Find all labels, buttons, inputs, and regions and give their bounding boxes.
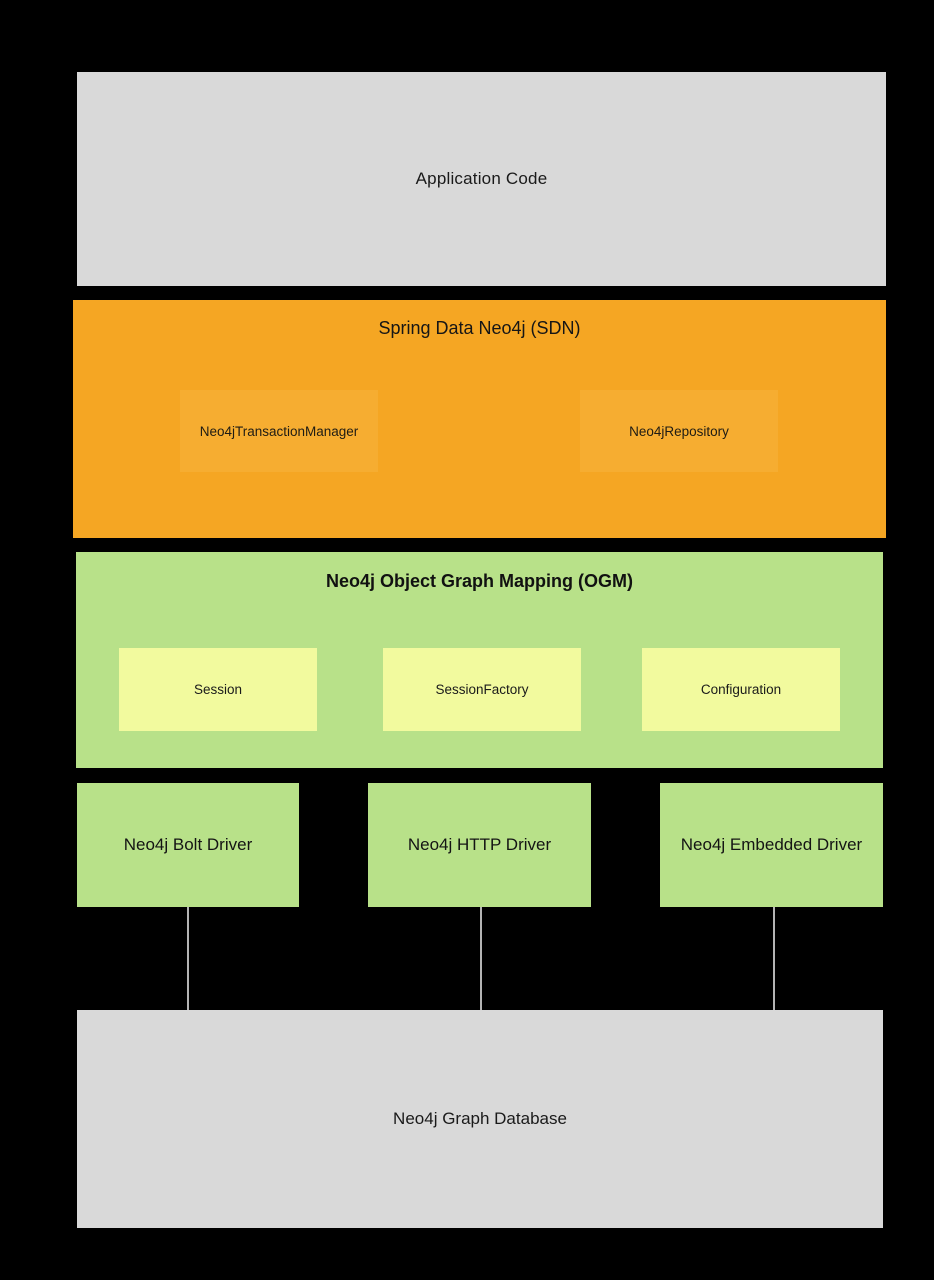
- driver-label: Neo4j HTTP Driver: [407, 835, 552, 854]
- component-session-factory[interactable]: SessionFactory: [383, 648, 581, 731]
- component-session[interactable]: Session: [119, 648, 317, 731]
- connector-bolt-to-database: [187, 907, 189, 1010]
- connector-embedded-to-database: [773, 907, 775, 1010]
- application-code-label: Application Code: [415, 169, 548, 188]
- driver-neo4j-embedded[interactable]: Neo4j Embedded Driver: [660, 783, 883, 907]
- component-configuration[interactable]: Configuration: [642, 648, 840, 731]
- component-neo4j-transaction-manager[interactable]: Neo4jTransactionManager: [180, 390, 378, 472]
- component-label: SessionFactory: [435, 682, 529, 697]
- driver-label: Neo4j Embedded Driver: [680, 835, 863, 854]
- driver-neo4j-bolt[interactable]: Neo4j Bolt Driver: [77, 783, 299, 907]
- layer-application-code[interactable]: Application Code: [77, 72, 886, 286]
- connector-http-to-database: [480, 907, 482, 1010]
- component-label: Configuration: [700, 682, 782, 697]
- database-label: Neo4j Graph Database: [393, 1109, 567, 1128]
- layer-spring-data-neo4j[interactable]: Spring Data Neo4j (SDN) Neo4jTransaction…: [73, 300, 886, 538]
- component-label: Neo4jTransactionManager: [199, 423, 359, 439]
- layer-neo4j-graph-database[interactable]: Neo4j Graph Database: [77, 1010, 883, 1228]
- layer-neo4j-object-graph-mapping[interactable]: Neo4j Object Graph Mapping (OGM) Session…: [76, 552, 883, 768]
- ogm-layer-title: Neo4j Object Graph Mapping (OGM): [325, 571, 633, 591]
- component-label: Neo4jRepository: [629, 423, 729, 439]
- sdn-layer-title: Spring Data Neo4j (SDN): [378, 318, 581, 338]
- driver-label: Neo4j Bolt Driver: [123, 835, 253, 854]
- driver-neo4j-http[interactable]: Neo4j HTTP Driver: [368, 783, 591, 907]
- component-label: Session: [193, 682, 243, 697]
- component-neo4j-repository[interactable]: Neo4jRepository: [580, 390, 778, 472]
